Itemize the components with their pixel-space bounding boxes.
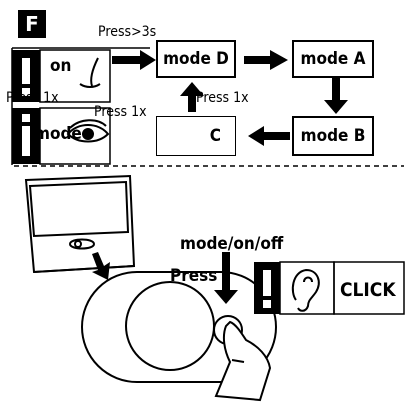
press-label-right: Press 1x [196, 90, 249, 106]
eye-icon [66, 119, 110, 143]
mode-a-label: mode A [300, 49, 366, 69]
up-arrow-icon [180, 82, 204, 112]
step-badge: F [18, 10, 46, 38]
down-arrow-icon [214, 252, 238, 304]
press-label-left: Press 1x [6, 90, 59, 106]
click-label: CLICK [340, 279, 396, 301]
press-label-top: Press>3s [98, 24, 157, 40]
right-arrow-icon [244, 50, 288, 70]
press-label-bottom: Press [170, 266, 218, 286]
step-badge-label: F [25, 12, 39, 36]
down-arrow-icon [324, 76, 348, 114]
left-arrow-icon [248, 126, 290, 146]
mode-label-box [39, 107, 111, 165]
device-unit-icon [24, 174, 136, 274]
right-arrow-icon [112, 50, 156, 70]
mode-b-label: mode B [300, 126, 366, 146]
warning-exclamation-icon [12, 50, 40, 102]
mode-c-label: C [209, 126, 221, 146]
info-icon [12, 108, 40, 164]
mode-a-box: mode A [292, 40, 374, 78]
warning-exclamation-icon [254, 262, 280, 314]
mode-d-box: mode D [156, 40, 236, 78]
on-label: on [50, 56, 72, 76]
enlarged-device-icon [81, 271, 277, 383]
mode-label: mode [34, 124, 82, 144]
ear-icon [291, 268, 320, 312]
hand-pressing-icon [214, 320, 272, 402]
finger-toggle-icon [79, 57, 101, 88]
press-label-mid: Press 1x [94, 104, 147, 120]
mode-b-box: mode B [292, 116, 374, 156]
button-caption: mode/on/off [180, 234, 284, 254]
mode-c-box: C [156, 116, 236, 156]
down-arrow-icon [92, 252, 110, 280]
on-label-box [39, 49, 111, 103]
mode-d-label: mode D [163, 49, 229, 69]
click-box [333, 261, 405, 315]
